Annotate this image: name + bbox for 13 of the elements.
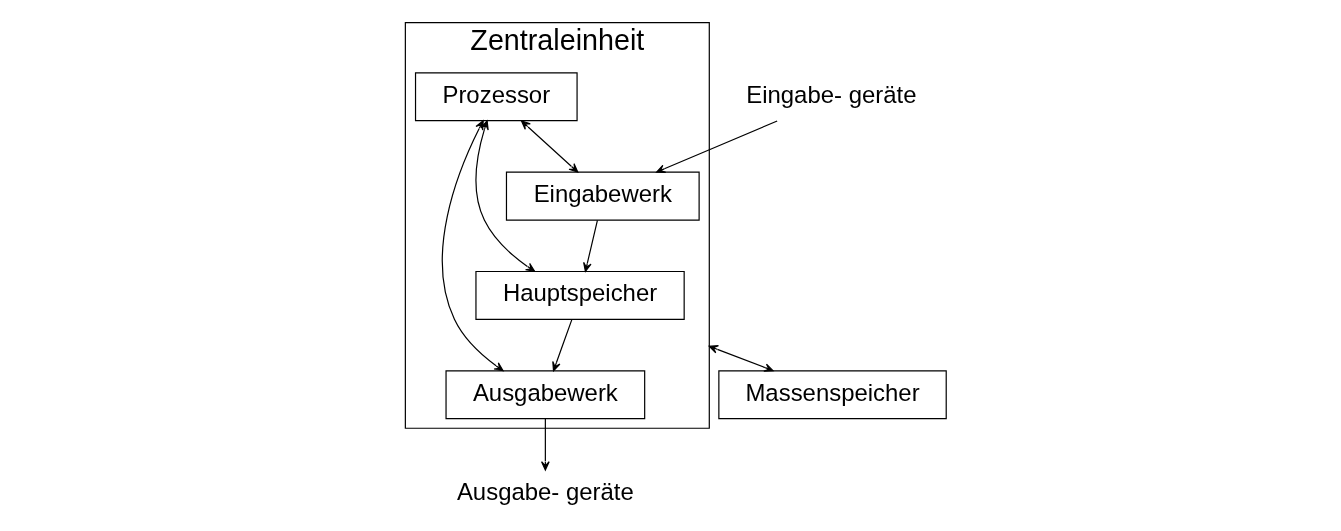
arrow <box>520 120 578 173</box>
node-box: Massenspeicher <box>717 370 947 420</box>
arrow <box>540 418 550 471</box>
node-text: Eingabe- geräte <box>745 80 916 108</box>
arrow <box>551 319 572 372</box>
arrow <box>655 120 778 173</box>
arrow <box>582 219 598 272</box>
node-box: Eingabewerk <box>505 171 700 221</box>
node-box: Prozessor <box>414 72 578 122</box>
arrow <box>708 345 774 372</box>
node-text: Ausgabe- geräte <box>456 478 634 506</box>
node-box: Hauptspeicher <box>474 270 685 320</box>
node-box: Ausgabewerk <box>444 370 645 420</box>
